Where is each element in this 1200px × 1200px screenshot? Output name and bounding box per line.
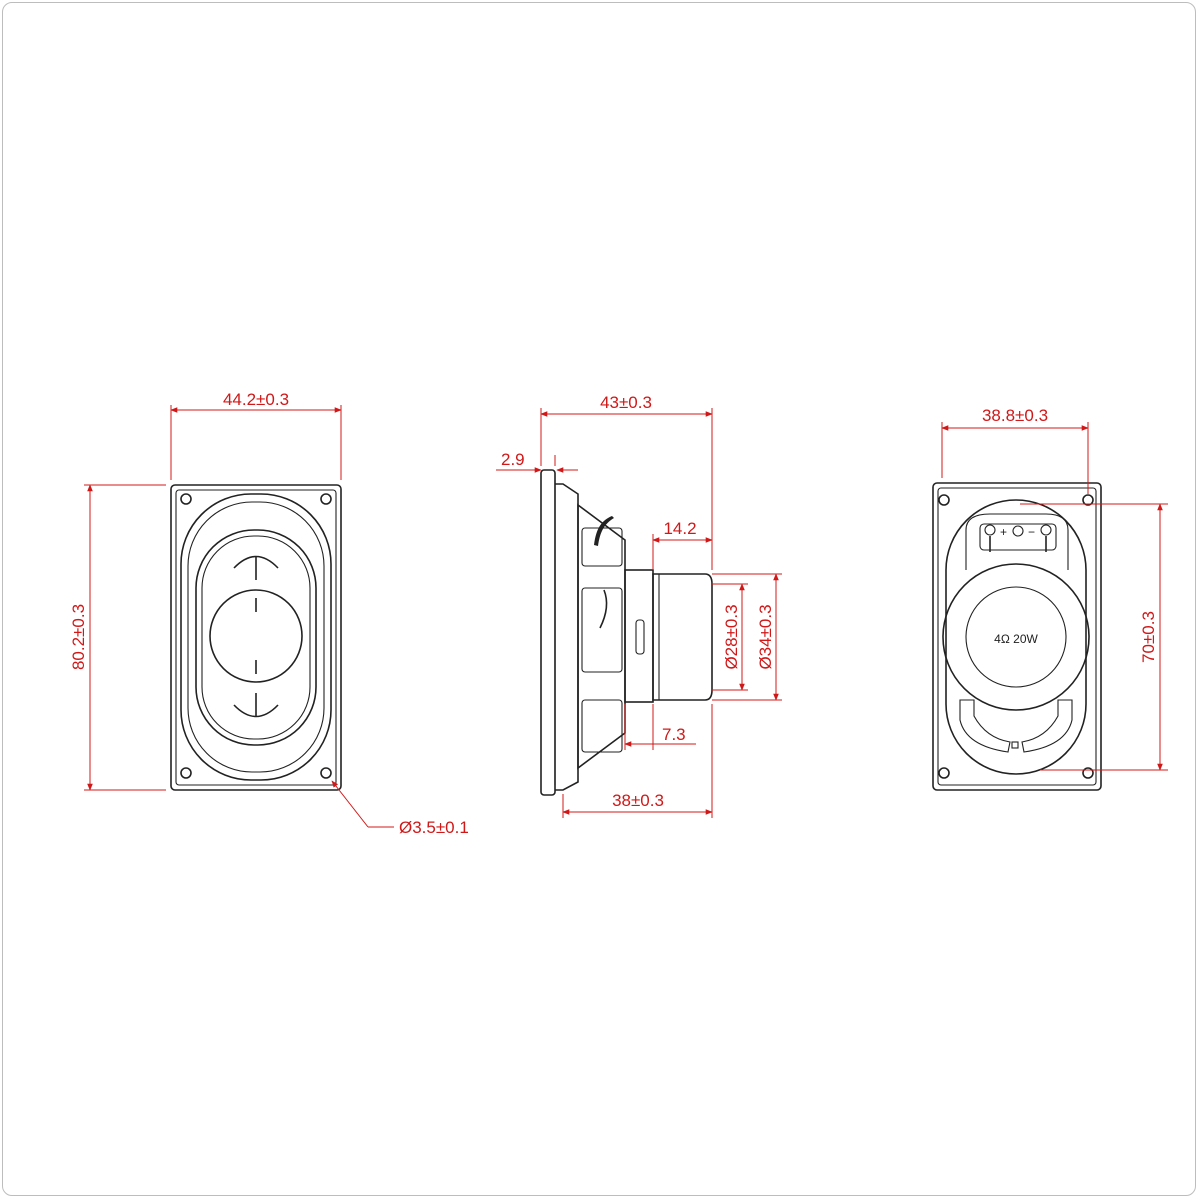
side-lead-wire-2 [599,589,608,629]
side-magnet [652,573,713,701]
rear-basket-outline [945,499,1087,775]
terminal-plus-label: + [1000,525,1007,539]
rear-hole-bl [938,767,950,779]
rear-hole-span-dim: 70±0.3 [1139,611,1158,663]
frame-depth-dim: 38±0.3 [612,791,664,810]
mounting-hole-tl [180,493,192,505]
front-surround-outer [180,493,332,781]
magnet-diam-outer-dim: Ø34±0.3 [756,604,775,669]
terminal-rivet [1012,525,1024,537]
rear-magnet-outer [942,563,1090,711]
front-cone-outline [195,529,317,746]
side-back-plate [624,569,654,703]
rear-magnet-inner [965,586,1067,688]
hole-dim: Ø3.5±0.1 [399,818,469,837]
side-lead-wire [594,516,614,546]
rear-view: + − 4Ω 20W [932,482,1102,791]
side-basket-rim [555,483,579,791]
front-cone-inner [201,535,311,740]
overall-depth-dim: 43±0.3 [600,393,652,412]
front-surround-inner [187,501,325,773]
rear-terminal-board [979,523,1057,551]
terminal-minus-label: − [1028,525,1035,539]
mounting-hole-br [320,767,332,779]
rear-width-dim: 38.8±0.3 [982,406,1048,425]
side-vent [635,619,645,655]
hole-leader [331,780,369,828]
magnet-label: 4Ω 20W [994,632,1038,646]
side-basket [577,503,626,770]
rear-hole-tr [1082,494,1094,506]
side-window-3 [581,699,623,753]
rear-top-window [965,513,1069,570]
flange-dim: 2.9 [501,450,525,469]
rear-frame-outline [932,482,1102,791]
terminal-lug-minus [1040,524,1052,536]
magnet-diam-inner-dim: Ø28±0.3 [722,604,741,669]
rear-hole-tl [938,494,950,506]
rear-bottom-window-left [959,699,1011,753]
back-plate-dim: 7.3 [662,725,686,744]
front-dust-cap [209,589,303,683]
mounting-hole-tr [320,493,332,505]
mounting-hole-bl [180,767,192,779]
rear-dimensions: 38.8±0.3 70±0.3 [941,406,1168,771]
front-frame-outline [170,484,342,791]
front-dimensions: 44.2±0.3 80.2±0.3 Ø3.5±0.1 [69,390,469,837]
magnet-len-dim: 14.2 [663,519,696,538]
rear-bottom-window-right [1021,699,1073,753]
side-flange [540,469,556,796]
rear-hole-br [1082,767,1094,779]
side-window-2 [581,587,623,673]
front-view [170,484,342,791]
front-frame-inner [175,489,337,786]
front-height-dim: 80.2±0.3 [69,604,88,670]
side-dimensions: 43±0.3 2.9 14.2 Ø28±0.3 Ø34±0.3 7.3 38±0… [496,393,782,818]
front-width-dim: 44.2±0.3 [223,390,289,409]
terminal-lug-plus [984,524,996,536]
